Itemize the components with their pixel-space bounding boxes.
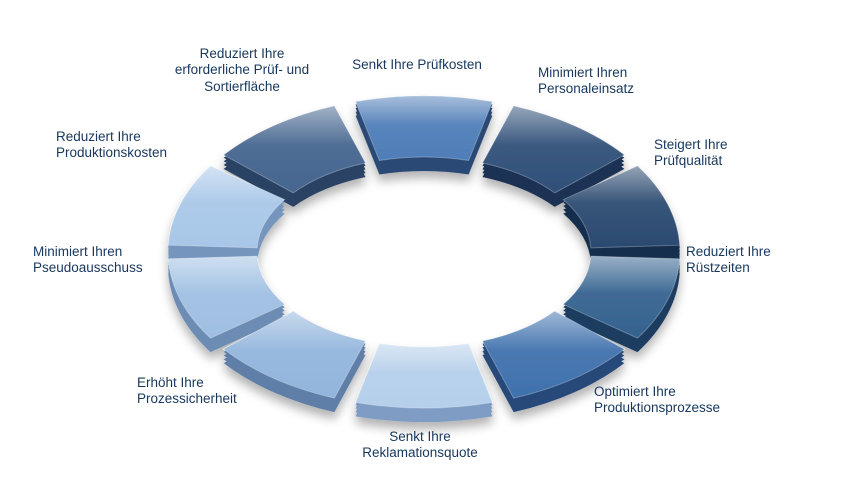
ring-segment-sheen-2 <box>563 165 680 248</box>
label-reklamationsquote: Senkt Ihre Reklamationsquote <box>362 429 478 461</box>
label-sortierflaeche: Reduziert Ihre erforderliche Prüf- und S… <box>174 46 310 94</box>
label-pseudoausschuss: Minimiert Ihren Pseudoausschuss <box>33 244 143 276</box>
ring-segment-sheen-7 <box>168 256 285 339</box>
label-pruefkosten: Senkt Ihre Prüfkosten <box>352 57 482 72</box>
ring-segment-sheen-5 <box>355 343 493 409</box>
ring-segment-sheen-4 <box>482 311 625 399</box>
ring-segment-sheen-6 <box>223 311 366 399</box>
ring-segment-sheen-9 <box>223 105 366 193</box>
label-personaleinsatz: Minimiert Ihren Personaleinsatz <box>538 65 635 97</box>
label-ruestzeiten: Reduziert Ihre Rüstzeiten <box>686 244 771 276</box>
ring-segment-sheen-1 <box>482 105 625 193</box>
label-pruefqualitaet: Steigert Ihre Prüfqualität <box>654 137 728 169</box>
ring-segment-sheen-0 <box>355 95 493 161</box>
ring-segments-group <box>167 95 681 423</box>
label-produktionsprozesse: Optimiert Ihre Produktionsprozesse <box>594 384 721 416</box>
ring-segment-sheen-8 <box>168 165 285 248</box>
label-produktionskosten: Reduziert Ihre Produktionskosten <box>56 129 168 161</box>
ring-segment-sheen-3 <box>563 256 680 339</box>
label-prozessicherheit: Erhöht Ihre Prozessicherheit <box>137 375 237 407</box>
